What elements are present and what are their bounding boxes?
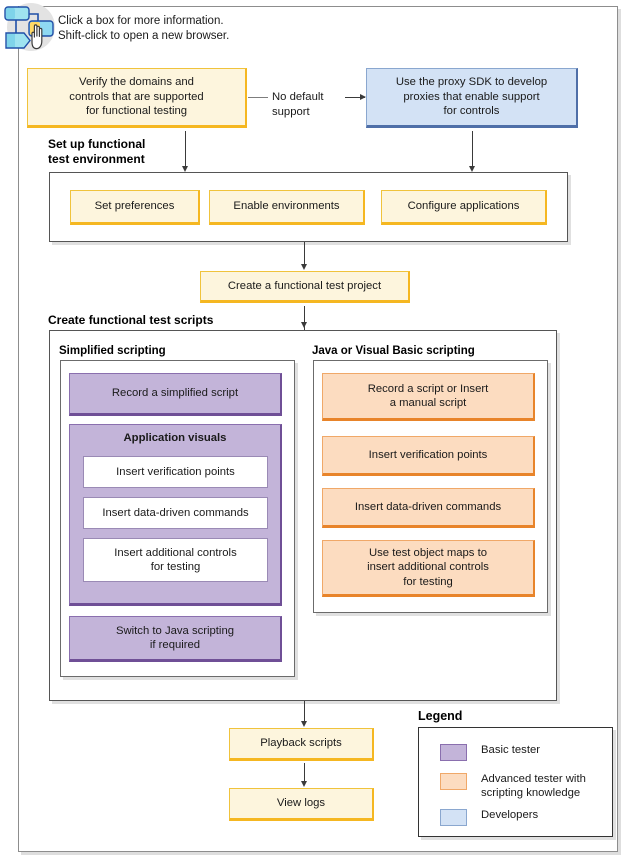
subgroup-title-simplified-scripting: Simplified scripting (59, 345, 166, 357)
node-label: Insert additional controls for testing (114, 546, 237, 574)
node-label: Record a simplified script (111, 387, 239, 400)
legend-swatch-advanced-tester (440, 773, 467, 790)
arrow-scripts-to-playback (300, 721, 307, 727)
arrow-setup-to-project (300, 264, 307, 270)
node-label: Verify the domains and controls that are… (69, 76, 204, 118)
legend-label-advanced-tester: Advanced tester with scripting knowledge (481, 773, 586, 799)
legend-item-advanced-tester: Advanced tester with scripting knowledge (440, 772, 605, 800)
arrow-project-to-scripts (300, 322, 307, 328)
node-set-preferences[interactable]: Set preferences (70, 190, 200, 225)
connector-verify-to-label (248, 97, 268, 98)
node-label: Use the proxy SDK to develop proxies tha… (395, 76, 548, 118)
node-create-project[interactable]: Create a functional test project (200, 271, 410, 303)
node-label: Record a script or Insert a manual scrip… (367, 382, 489, 410)
legend-title: Legend (418, 709, 463, 723)
node-label: Use test object maps to insert additiona… (367, 546, 489, 588)
node-label: Enable environments (233, 200, 340, 213)
legend-item-developers: Developers (440, 808, 605, 826)
node-label: Insert verification points (116, 465, 235, 478)
node-insert-verification-points-simplified[interactable]: Insert verification points (83, 456, 268, 488)
connector-label-to-proxy (345, 97, 365, 98)
node-insert-data-driven-commands-simplified[interactable]: Insert data-driven commands (83, 497, 268, 529)
group-title-create-scripts: Create functional test scripts (48, 313, 214, 327)
node-record-simplified-script[interactable]: Record a simplified script (69, 373, 282, 416)
legend-swatch-basic-tester (440, 744, 467, 761)
flowchart-hand-pointer-icon (2, 2, 58, 54)
node-insert-data-driven-commands-java[interactable]: Insert data-driven commands (322, 488, 535, 528)
arrow-proxy-to-setup (468, 166, 475, 172)
node-verify-domains[interactable]: Verify the domains and controls that are… (27, 68, 247, 128)
node-label: View logs (276, 797, 326, 810)
node-insert-verification-points-java[interactable]: Insert verification points (322, 436, 535, 476)
application-visuals-title: Application visuals (123, 432, 227, 444)
node-application-visuals[interactable]: Application visuals Insert verification … (69, 424, 282, 606)
node-label: Configure applications (407, 200, 520, 213)
node-view-logs[interactable]: View logs (229, 788, 374, 821)
node-playback-scripts[interactable]: Playback scripts (229, 728, 374, 761)
connector-project-to-scripts (304, 306, 305, 332)
node-label: Playback scripts (260, 737, 342, 750)
node-label: Create a functional test project (227, 279, 382, 292)
node-enable-environments[interactable]: Enable environments (209, 190, 365, 225)
edge-label-no-default-support: No default support (272, 91, 324, 118)
node-configure-applications[interactable]: Configure applications (381, 190, 547, 225)
group-title-setup-environment: Set up functional test environment (48, 137, 146, 166)
node-label: Set preferences (94, 200, 175, 213)
arrow-to-proxy (360, 93, 366, 100)
instruction-text: Click a box for more information. Shift-… (58, 14, 229, 44)
node-proxy-sdk[interactable]: Use the proxy SDK to develop proxies tha… (366, 68, 578, 128)
node-label: Switch to Java scripting if required (115, 624, 235, 652)
node-label: Insert verification points (368, 448, 488, 461)
connector-setup-to-project (304, 242, 305, 268)
subgroup-title-java-vb-scripting: Java or Visual Basic scripting (312, 345, 475, 357)
connector-verify-to-setup (185, 131, 186, 169)
arrow-verify-to-setup (181, 166, 188, 172)
legend-label-developers: Developers (481, 809, 539, 821)
arrow-playback-to-viewlogs (300, 781, 307, 787)
connector-proxy-to-setup (472, 131, 473, 169)
connector-playback-to-viewlogs (304, 763, 305, 785)
node-record-or-insert-manual-script[interactable]: Record a script or Insert a manual scrip… (322, 373, 535, 421)
node-use-test-object-maps[interactable]: Use test object maps to insert additiona… (322, 540, 535, 597)
node-insert-additional-controls-simplified[interactable]: Insert additional controls for testing (83, 538, 268, 582)
node-label: Insert data-driven commands (102, 506, 249, 519)
connector-scripts-to-playback (304, 701, 305, 725)
legend-item-basic-tester: Basic tester (440, 743, 605, 761)
node-label: Insert data-driven commands (354, 500, 502, 513)
legend-label-basic-tester: Basic tester (481, 744, 541, 756)
legend-swatch-developers (440, 809, 467, 826)
node-switch-to-java-scripting[interactable]: Switch to Java scripting if required (69, 616, 282, 662)
instruction-line-1: Click a box for more information. (58, 15, 224, 27)
instruction-line-2: Shift-click to open a new browser. (58, 30, 230, 42)
